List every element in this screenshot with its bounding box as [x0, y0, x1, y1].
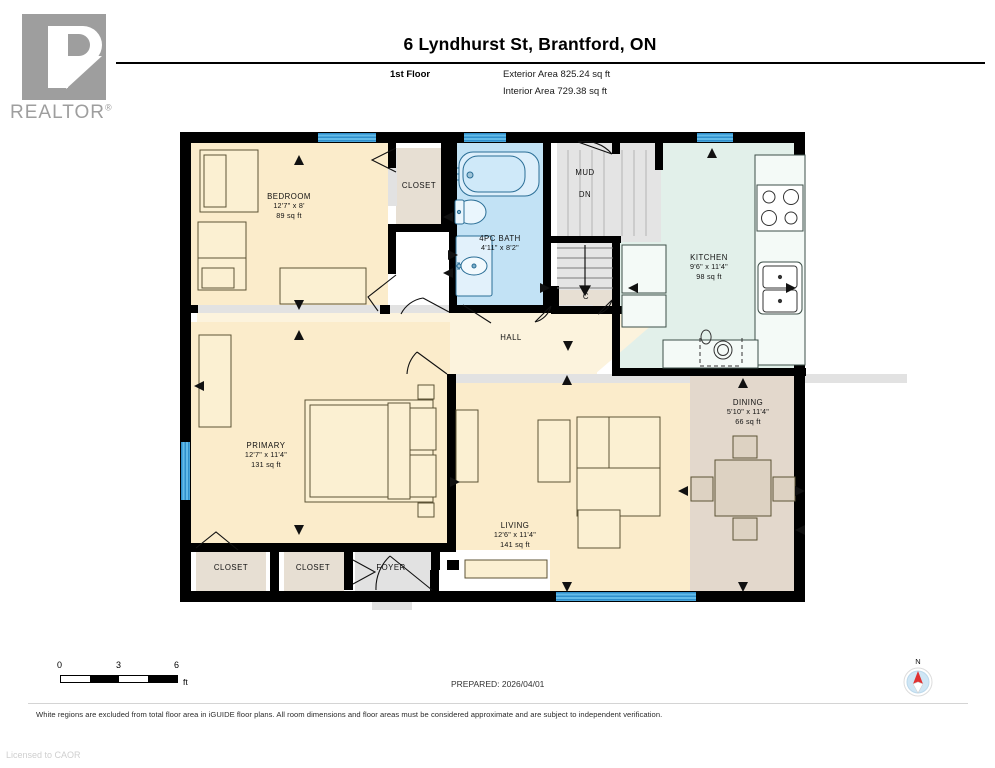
realtor-logo-text: REALTOR®: [10, 102, 113, 123]
realtor-logo-mark-icon: [22, 14, 106, 100]
wall-bedroom-right: [388, 132, 396, 168]
scale-tick-0: 0: [57, 660, 63, 670]
compass-rose: N: [898, 657, 938, 699]
wall-bath-right: [543, 132, 551, 312]
floor-label: 1st Floor: [390, 69, 431, 80]
wall-exterior-bottom: [180, 591, 805, 602]
window-top-kitchen: [697, 133, 733, 142]
footer-divider: [28, 703, 968, 704]
room-fill-dining: [690, 374, 805, 601]
page-title: 6 Lyndhurst St, Brantford, ON: [403, 34, 657, 54]
wall-exterior-right: [794, 132, 805, 602]
exterior-area-text: Exterior Area 825.24 sq ft: [503, 69, 611, 80]
wall-bedroom-bottom: [190, 305, 198, 313]
wall-primary-top-stub: [380, 305, 390, 314]
wall-dining-top: [660, 368, 806, 376]
wall-kitchen-nook-left: [612, 236, 620, 376]
wall-bath-bottom: [449, 305, 551, 313]
wall-bath-left: [449, 132, 457, 312]
wall-primary-right: [447, 374, 456, 552]
room-fill-primary: [190, 322, 450, 550]
scale-tick-3: 3: [116, 660, 122, 670]
wall-foyer-right-upper: [431, 548, 440, 570]
wall-bedroom-right-lower: [388, 232, 396, 274]
wall-bedroom-closet-right: [441, 132, 449, 232]
realtor-logo: REALTOR®: [8, 14, 128, 126]
licensed-to-text: Licensed to CAOR: [6, 750, 81, 760]
wall-bedroom-closet-bottom: [388, 224, 449, 232]
wall-primary-bottom: [190, 543, 456, 552]
hall-threshold-bottom: [287, 374, 907, 383]
wall-foyer-right: [430, 570, 439, 594]
window-top-bath: [464, 133, 506, 142]
wall-mud-bottom: [551, 286, 559, 314]
room-fill-4pc-bath: [455, 142, 543, 312]
wall-closet-divider-2: [344, 548, 353, 590]
scale-tick-6: 6: [174, 660, 180, 670]
scale-bar: 0 3 6 ft: [50, 660, 200, 694]
wall-closet-c-bottom: [551, 306, 627, 314]
window-bottom-living: [556, 592, 696, 601]
wall-exterior-left: [180, 132, 191, 602]
wall-closet-divider-1: [270, 546, 279, 596]
closet-door-sill-bedroom: [388, 148, 397, 206]
interior-area-text: Interior Area 729.38 sq ft: [503, 86, 608, 97]
room-fill-mud: [557, 142, 617, 294]
wall-stair-divider: [551, 236, 621, 243]
room-fill-closet-bedroom: [396, 148, 441, 228]
room-fill-bedroom: [190, 142, 388, 312]
compass-north-label: N: [915, 657, 921, 666]
window-top-bedroom: [318, 133, 376, 142]
room-fill-kitchen: [661, 142, 805, 374]
wall-living-left-stub: [447, 560, 459, 570]
disclaimer-text: White regions are excluded from total fl…: [36, 710, 663, 719]
window-right-kitchen: [795, 252, 804, 314]
compass-icon: [903, 667, 933, 697]
wall-mud-right: [612, 132, 620, 154]
scale-unit-label: ft: [183, 677, 188, 687]
prepared-date: PREPARED: 2026/04/01: [451, 679, 545, 689]
scale-bar-graphic: [60, 675, 178, 683]
window-left-primary: [181, 442, 190, 500]
title-divider: [116, 62, 985, 64]
wall-kitchen-left: [655, 132, 663, 170]
